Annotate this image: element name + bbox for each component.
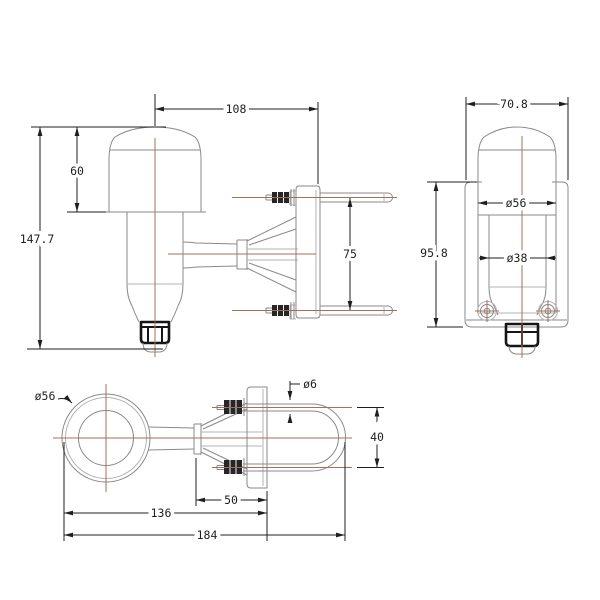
side-part-outline [104,126,321,323]
dim-label-top-length-to-plate: 136 [151,506,172,520]
dim-label-top-dome-dia: ø56 [35,389,56,403]
front-centerlines [475,136,560,358]
front-view [427,97,569,358]
dim-label-front-dome-dia: ø56 [506,196,527,210]
top-dimensions [57,381,384,541]
dim-label-top-ubolt-spread: 40 [370,430,384,444]
dim-label-front-body-dia: ø38 [507,251,528,265]
top-u-bolt [216,398,346,476]
dim-label-front-height: 95.8 [420,246,448,260]
dimension-labels: 108 147.7 60 75 70.8 95.8 ø56 ø38 ø56 ø6… [16,94,531,546]
top-centerlines [53,384,352,492]
front-dimensions [427,97,569,328]
dim-label-top-flange-offset: 50 [224,493,238,507]
dim-label-side-width: 108 [226,102,247,116]
side-centerlines [154,138,397,357]
dim-label-side-ubolt-spacing: 75 [343,247,357,261]
dim-label-front-width: 70.8 [500,97,528,111]
front-part-outline [464,126,569,328]
dim-label-side-dome-height: 60 [70,164,84,178]
dim-label-top-bolt-dia: ø6 [303,377,317,391]
dim-label-side-total-height: 147.7 [20,232,55,246]
top-view [53,381,384,541]
side-dimensions [27,94,353,350]
dim-label-top-overall-length: 184 [197,528,218,542]
side-view [27,94,397,357]
